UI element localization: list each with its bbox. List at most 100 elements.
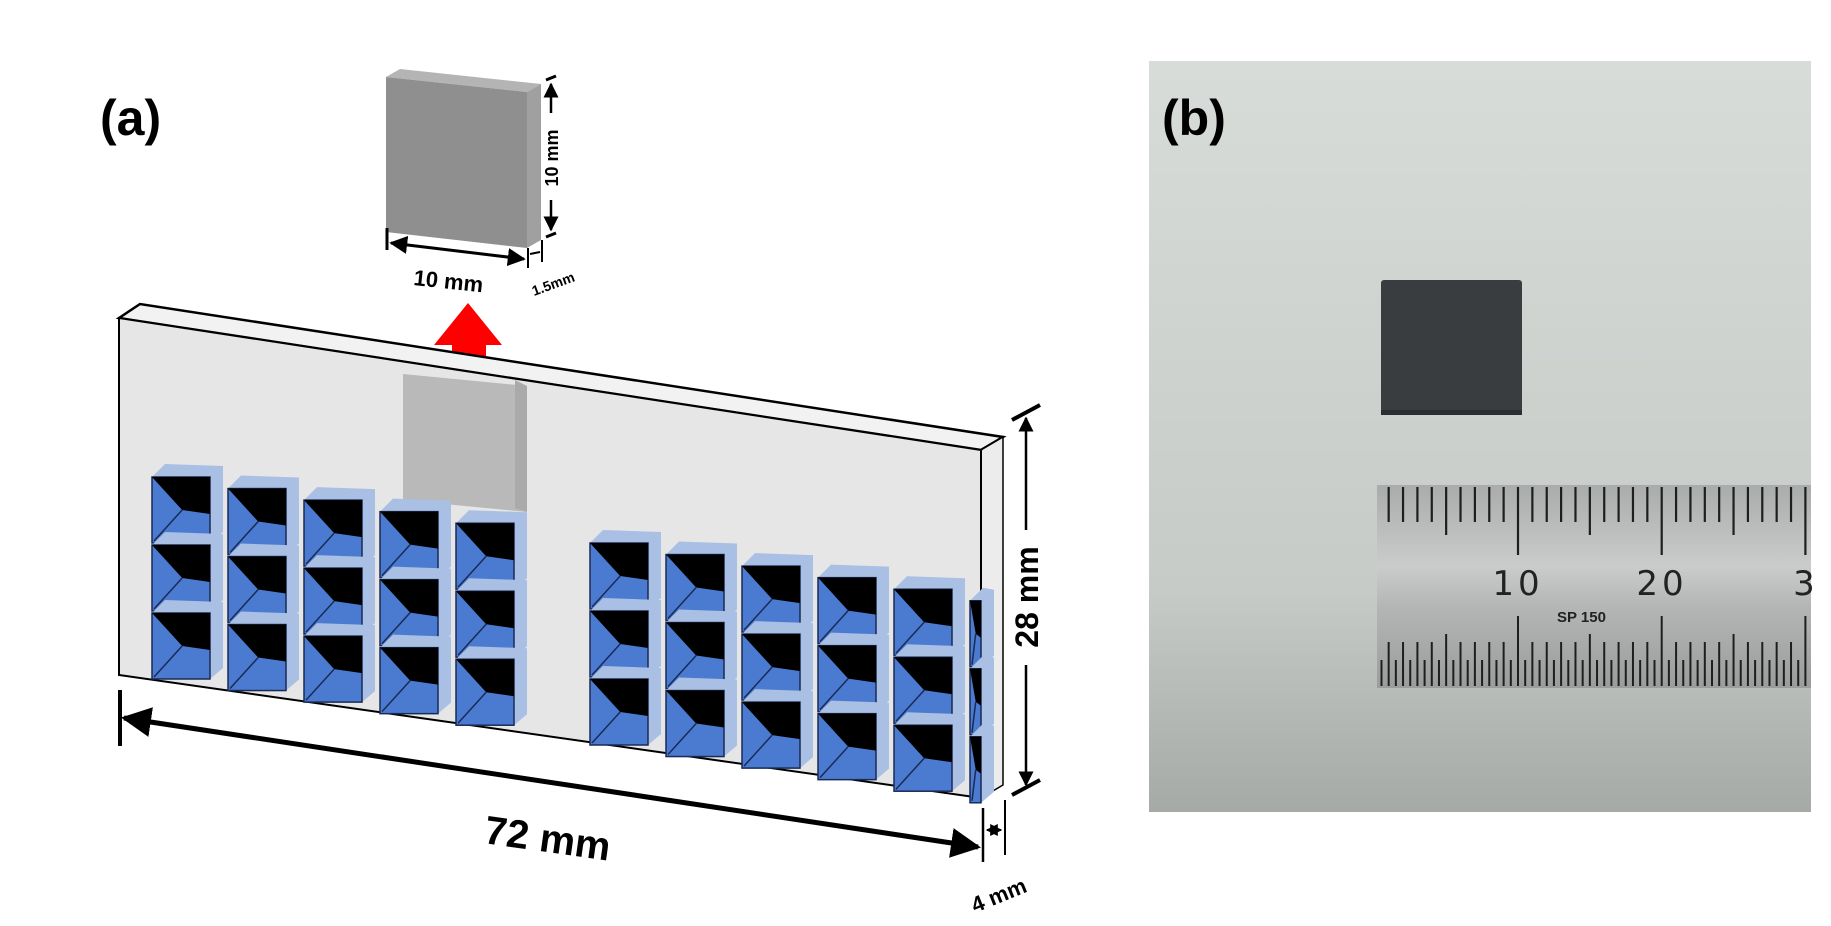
cell-bevel (381, 612, 411, 645)
left-group-cell (455, 510, 527, 590)
right-group-cell (589, 666, 661, 746)
cell-shadow (590, 679, 648, 716)
left-group-cell (151, 532, 223, 612)
sample-top-face (386, 69, 541, 92)
right-group-partial-cell (969, 723, 994, 804)
cell-bevel (305, 668, 335, 701)
sample-width-label: 10 mm (412, 265, 484, 297)
cell-shadow (228, 624, 286, 662)
sample-dimensions (385, 74, 559, 268)
ruler-number-10: 10 (1492, 564, 1543, 604)
right-group-cell (893, 576, 965, 656)
ruler-number-30: 3 (1793, 564, 1819, 604)
cell-bevel (457, 623, 487, 656)
panel-b-label: (b) (1162, 90, 1226, 146)
right-group-cell (741, 553, 813, 633)
ruler-body (1377, 485, 1811, 688)
cell-bevel (591, 575, 621, 608)
right-group-cell (741, 689, 813, 769)
cell-bevel (457, 555, 487, 588)
length-arrow (121, 707, 981, 858)
left-group-cell (303, 487, 375, 567)
cell-bevel (381, 544, 411, 577)
plate-height-dimension (1011, 403, 1041, 797)
panel-a: (a) 10 mm 10 mm 1.5mm (100, 69, 1045, 918)
cell-shadow (456, 659, 514, 697)
cell-bevel (743, 598, 773, 631)
cell-shadow (970, 668, 981, 706)
plate-length-label: 72 mm (482, 808, 614, 869)
cell-shadow (742, 634, 800, 672)
right-group-cell (893, 712, 965, 792)
sample-block (386, 69, 541, 248)
photo-background (1149, 61, 1811, 812)
cell-bevel (153, 645, 183, 678)
ruler-brand-label: SP 150 (1557, 609, 1606, 626)
cell-shadow (304, 636, 362, 674)
right-group-cell (893, 644, 965, 724)
sample-side-face (527, 84, 541, 248)
cell-bevel (381, 680, 411, 713)
ruler: 10 20 3 SP 150 (1377, 485, 1819, 688)
plate-height-label: 28 mm (1009, 546, 1045, 647)
cell-shadow (152, 477, 210, 514)
cell-bevel (305, 532, 335, 565)
height-tick-top (1011, 403, 1041, 422)
cell-shadow (970, 600, 981, 638)
cell-shadow (590, 543, 648, 580)
left-group-cell (151, 600, 223, 680)
cell-shadow (152, 545, 210, 582)
cell-bevel (229, 589, 259, 622)
cell-shadow (380, 647, 438, 685)
cell-shadow (742, 566, 800, 604)
cell-bevel (819, 678, 849, 711)
sample-height-tick-bottom (545, 231, 557, 239)
cell-shadow (380, 511, 438, 549)
cell-shadow (894, 657, 952, 695)
right-group-partial-cell (969, 587, 994, 668)
sample-thickness-arrow (529, 251, 541, 255)
left-group-cell (379, 634, 451, 715)
ruler-ticks (1380, 487, 1807, 686)
right-group-cell (817, 564, 889, 645)
cell-shadow (818, 645, 876, 683)
sample-width-arrow (389, 235, 526, 267)
left-group-cell (455, 646, 527, 726)
cell-shadow (304, 500, 362, 538)
right-group-cell (589, 598, 661, 678)
cell-bevel (591, 643, 621, 676)
cell-shadow (456, 523, 514, 561)
cell-array (151, 464, 994, 804)
left-group-cell (303, 555, 375, 635)
cell-bevel (743, 666, 773, 699)
cell-shadow (590, 611, 648, 648)
cell-shadow (894, 589, 952, 627)
left-group-cell (227, 611, 299, 692)
sample-height-label: 10 mm (542, 129, 562, 186)
left-group-cell (379, 498, 451, 579)
cell-shadow (380, 579, 438, 617)
panel-a-label: (a) (100, 90, 161, 146)
plate-length-dimension (118, 690, 1006, 862)
right-group-cell (665, 541, 737, 622)
panel-b: (b) 10 20 3 SP 150 (1149, 61, 1819, 812)
cell-shadow (666, 554, 724, 592)
cell-bevel (153, 577, 183, 610)
right-group-cell (589, 530, 661, 610)
left-group-cell (227, 475, 299, 556)
plate-thickness-label: 4 mm (968, 873, 1031, 918)
cell-bevel (229, 521, 259, 554)
right-group-cell (817, 632, 889, 713)
right-group-cell (665, 609, 737, 690)
sample-thickness-label: 1.5mm (530, 269, 577, 299)
right-group-partial-cell (969, 655, 994, 736)
cell-bevel (667, 587, 697, 620)
left-group-cell (227, 543, 299, 624)
sample-front-face (386, 77, 527, 248)
sample-height-tick-top (545, 74, 557, 82)
left-group-cell (379, 566, 451, 647)
cell-bevel (819, 610, 849, 643)
cell-shadow (228, 488, 286, 526)
cell-shadow (666, 622, 724, 660)
